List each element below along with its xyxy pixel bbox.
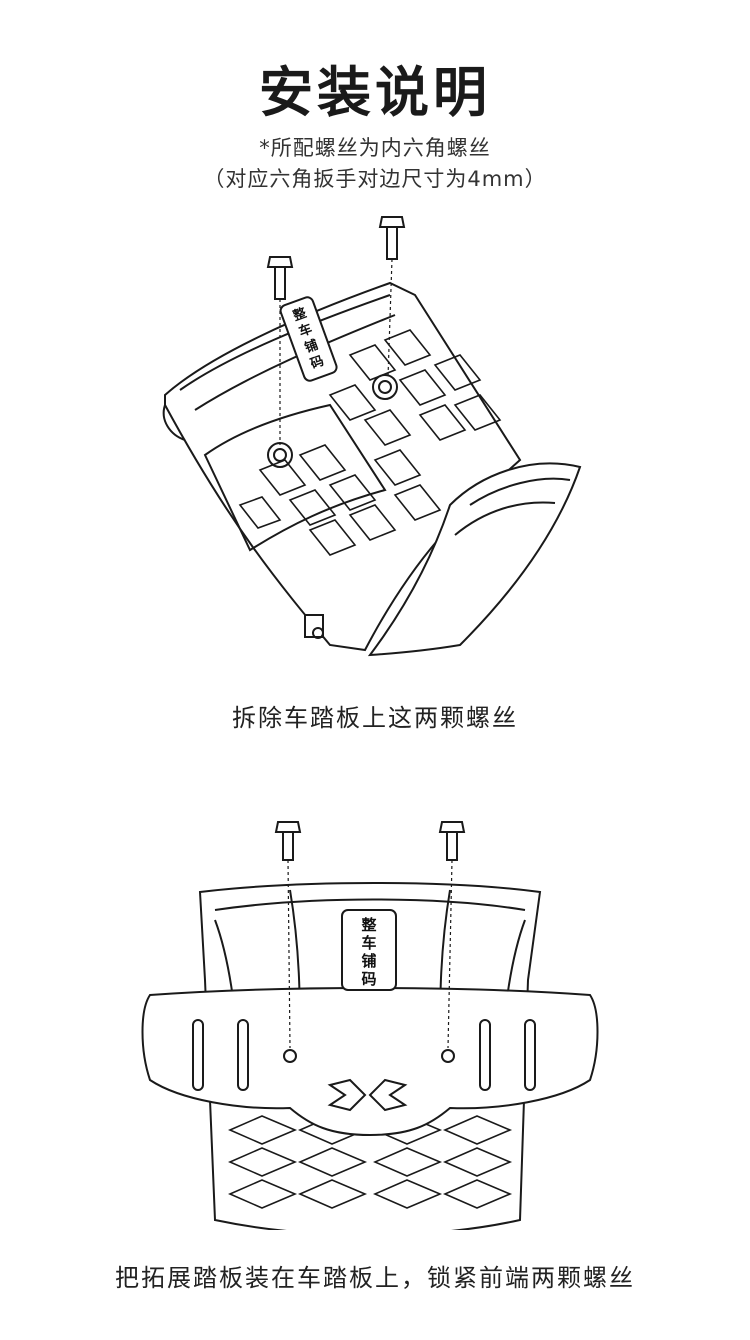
slot [192, 1019, 204, 1091]
screw-hole-right [372, 374, 398, 400]
extension-install-illustration: 整 车 铺 码 [141, 821, 599, 1230]
decal-char-3: 铺 [302, 337, 320, 356]
decal-char-4: 码 [309, 354, 326, 373]
screw-note: *所配螺丝为内六角螺丝 [259, 136, 491, 160]
screw-left [266, 256, 294, 445]
decal-char-2: 车 [297, 321, 315, 340]
tread-pattern [238, 329, 502, 556]
wrench-size-note: （对应六角扳手对边尺寸为4mm） [203, 167, 547, 191]
decal-char-4: 码 [361, 970, 376, 988]
slot [524, 1019, 536, 1091]
step2-caption: 把拓展踏板装在车踏板上，锁紧前端两颗螺丝 [115, 1264, 635, 1292]
decal-char-2: 车 [361, 934, 376, 952]
decal-plate: 整 车 铺 码 [341, 909, 397, 991]
mount-hole-left [283, 1049, 297, 1063]
footboard-removal-illustration: 整 车 铺 码 [162, 216, 582, 657]
mount-hole-right [441, 1049, 455, 1063]
screw-right [438, 821, 466, 1049]
decal-plate: 整 车 铺 码 [279, 296, 338, 382]
screw-left [274, 821, 302, 1049]
tread-pattern [228, 1115, 513, 1209]
decal-char-1: 整 [290, 305, 310, 325]
decal-char-3: 铺 [361, 952, 376, 970]
slot [237, 1019, 249, 1091]
screw-right [378, 216, 406, 378]
page-title: 安装说明 [259, 61, 491, 124]
decal-char-1: 整 [361, 916, 376, 934]
step1-caption: 拆除车踏板上这两颗螺丝 [232, 704, 518, 732]
slot [479, 1019, 491, 1091]
fender [367, 462, 582, 657]
